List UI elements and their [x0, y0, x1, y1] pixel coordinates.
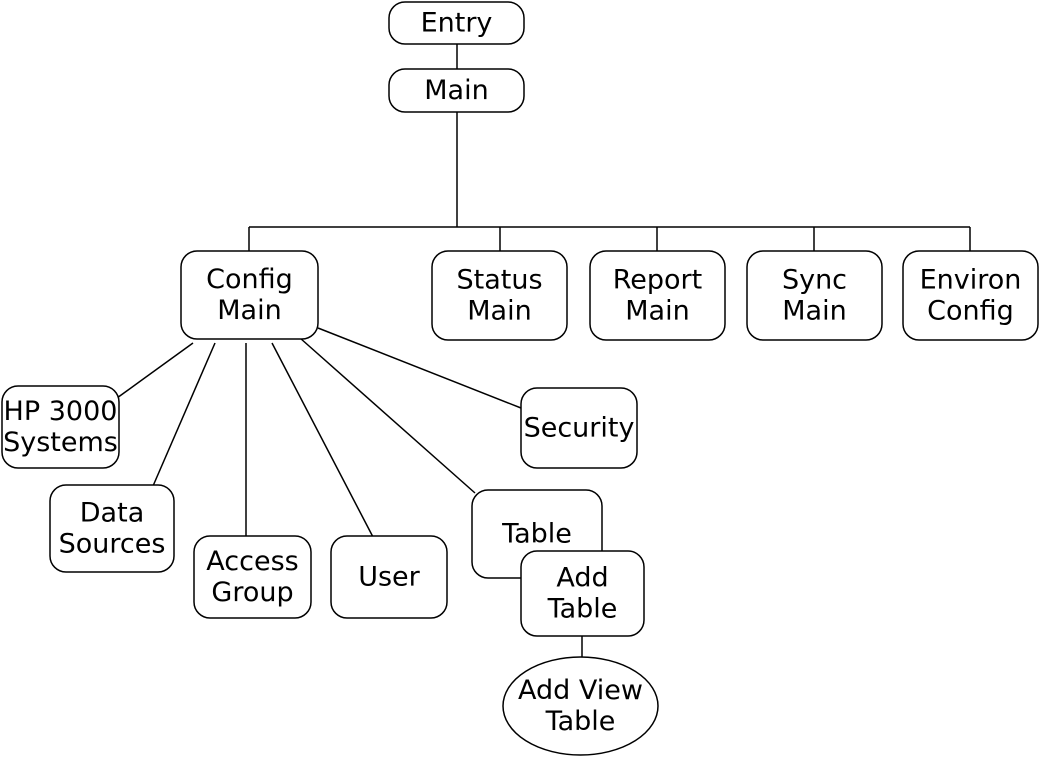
node-label: User — [358, 562, 420, 593]
node-label: Main — [782, 296, 846, 327]
node-label: Table — [545, 706, 616, 737]
node-label: Group — [211, 577, 293, 608]
node-box — [330, 535, 448, 619]
node-label: Add View — [518, 675, 643, 706]
node-label: Access — [206, 546, 298, 577]
node-box — [1, 385, 120, 469]
node-security: Security — [520, 387, 638, 469]
node-box — [520, 387, 638, 469]
node-label: Entry — [421, 8, 493, 39]
node-label: Data — [80, 498, 144, 529]
node-label: Config — [206, 264, 293, 295]
node-label: Status — [456, 265, 542, 296]
node-label: Config — [927, 296, 1014, 327]
node-label: Table — [501, 519, 572, 550]
node-label: Systems — [3, 427, 118, 458]
node-box — [502, 656, 659, 756]
node-box — [193, 535, 312, 619]
node-label: Table — [547, 594, 618, 625]
node-label: Add — [556, 563, 608, 594]
node-box — [388, 68, 525, 113]
connector-line — [116, 342, 194, 399]
node-box — [431, 250, 568, 341]
node-label: Security — [524, 413, 635, 444]
node-box — [902, 250, 1039, 341]
node-label: Report — [613, 265, 703, 296]
node-box — [180, 250, 319, 340]
node-label: Sync — [782, 265, 847, 296]
node-entry: Entry — [388, 1, 525, 45]
node-main: Main — [388, 68, 525, 113]
node-label: Main — [424, 75, 488, 106]
node-label: Main — [217, 295, 281, 326]
connector-line — [299, 337, 476, 494]
node-label: Environ — [920, 265, 1022, 296]
connector-line — [317, 327, 522, 409]
node-box — [388, 1, 525, 45]
node-box — [520, 550, 645, 637]
node-box — [589, 250, 726, 341]
connector-line — [271, 342, 374, 538]
node-label: Sources — [59, 529, 166, 560]
connector-line — [152, 342, 216, 487]
node-box — [49, 484, 175, 573]
node-label: Main — [467, 296, 531, 327]
node-label: Main — [625, 296, 689, 327]
node-label: HP 3000 — [4, 396, 118, 427]
connectors — [116, 44, 971, 657]
node-box — [746, 250, 883, 341]
node-user: User — [330, 535, 448, 619]
